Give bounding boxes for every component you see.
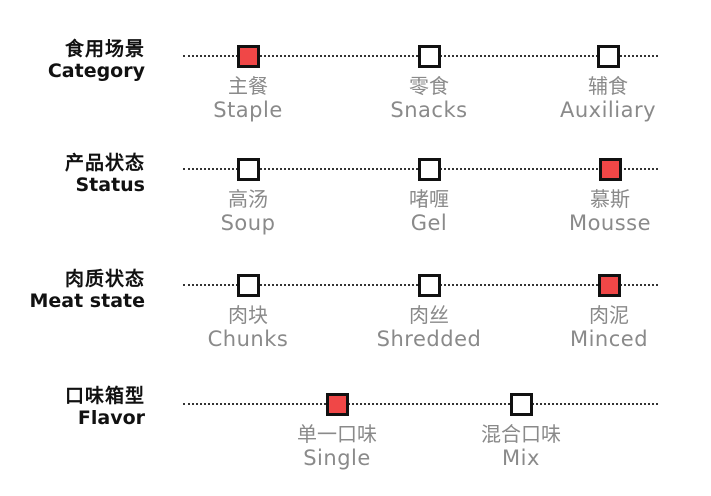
option-auxiliary[interactable]: 辅食 Auxiliary — [538, 45, 678, 123]
group-label-en: Flavor — [77, 407, 145, 429]
group-label-en: Meat state — [29, 290, 146, 312]
option-label-en: Minced — [569, 327, 649, 351]
option-label-en: Soup — [220, 211, 276, 235]
option-label-en: Single — [303, 446, 371, 470]
option-chunks[interactable]: 肉块 Chunks — [178, 274, 318, 352]
option-label-en: Auxiliary — [559, 98, 657, 122]
checkbox[interactable] — [598, 158, 622, 181]
option-label-zh: 啫喱 — [409, 187, 449, 211]
option-gel[interactable]: 啫喱 Gel — [359, 158, 499, 236]
dotted-line — [183, 403, 658, 405]
option-label-en: Staple — [213, 98, 283, 122]
option-label-en: Chunks — [207, 327, 289, 351]
checkbox[interactable] — [417, 158, 441, 181]
option-label-en: Shredded — [376, 327, 482, 351]
checkbox[interactable] — [417, 45, 441, 68]
group-label-en: Status — [75, 174, 145, 196]
option-mix[interactable]: 混合口味 Mix — [451, 393, 591, 471]
option-soup[interactable]: 高汤 Soup — [178, 158, 318, 236]
option-single[interactable]: 单一口味 Single — [267, 393, 407, 471]
option-mousse[interactable]: 慕斯 Mousse — [540, 158, 680, 236]
group-label-zh: 产品状态 — [64, 152, 145, 174]
group-label-zh: 食用场景 — [64, 38, 145, 60]
option-label-zh: 主餐 — [228, 74, 268, 98]
option-label-zh: 肉丝 — [409, 303, 449, 327]
group-label: 产品状态 Status — [65, 152, 145, 196]
option-label-en: Mix — [502, 446, 540, 470]
option-minced[interactable]: 肉泥 Minced — [539, 274, 679, 352]
option-label-zh: 慕斯 — [590, 187, 630, 211]
checkbox[interactable] — [597, 274, 621, 297]
group-label: 食用场景 Category — [48, 38, 145, 82]
option-label-zh: 肉块 — [228, 303, 268, 327]
group-label-zh: 肉质状态 — [64, 268, 145, 290]
option-label-zh: 混合口味 — [481, 422, 561, 446]
checkbox[interactable] — [417, 274, 441, 297]
option-label-en: Mousse — [568, 211, 652, 235]
option-label-zh: 高汤 — [228, 187, 268, 211]
group-label: 口味箱型 Flavor — [65, 385, 145, 429]
checkbox[interactable] — [236, 274, 260, 297]
group-label: 肉质状态 Meat state — [30, 268, 146, 312]
group-flavor: 口味箱型 Flavor 单一口味 Single 混合口味 Mix — [0, 383, 711, 493]
option-label-en: Snacks — [390, 98, 468, 122]
group-label-en: Category — [47, 60, 145, 82]
option-snacks[interactable]: 零食 Snacks — [359, 45, 499, 123]
option-label-zh: 肉泥 — [589, 303, 629, 327]
group-meat-state: 肉质状态 Meat state 肉块 Chunks 肉丝 Shredded 肉泥… — [0, 266, 711, 376]
option-label-zh: 单一口味 — [297, 422, 377, 446]
checkbox[interactable] — [236, 45, 260, 68]
checkbox[interactable] — [236, 158, 260, 181]
group-status: 产品状态 Status 高汤 Soup 啫喱 Gel 慕斯 Mousse — [0, 150, 711, 260]
checkbox[interactable] — [596, 45, 620, 68]
group-label-zh: 口味箱型 — [64, 385, 145, 407]
option-shredded[interactable]: 肉丝 Shredded — [359, 274, 499, 352]
group-category: 食用场景 Category 主餐 Staple 零食 Snacks 辅食 Aux… — [0, 36, 711, 146]
option-staple[interactable]: 主餐 Staple — [178, 45, 318, 123]
checkbox[interactable] — [509, 393, 533, 416]
checkbox[interactable] — [325, 393, 349, 416]
option-label-en: Gel — [410, 211, 448, 235]
option-label-zh: 辅食 — [588, 74, 628, 98]
option-label-zh: 零食 — [409, 74, 449, 98]
